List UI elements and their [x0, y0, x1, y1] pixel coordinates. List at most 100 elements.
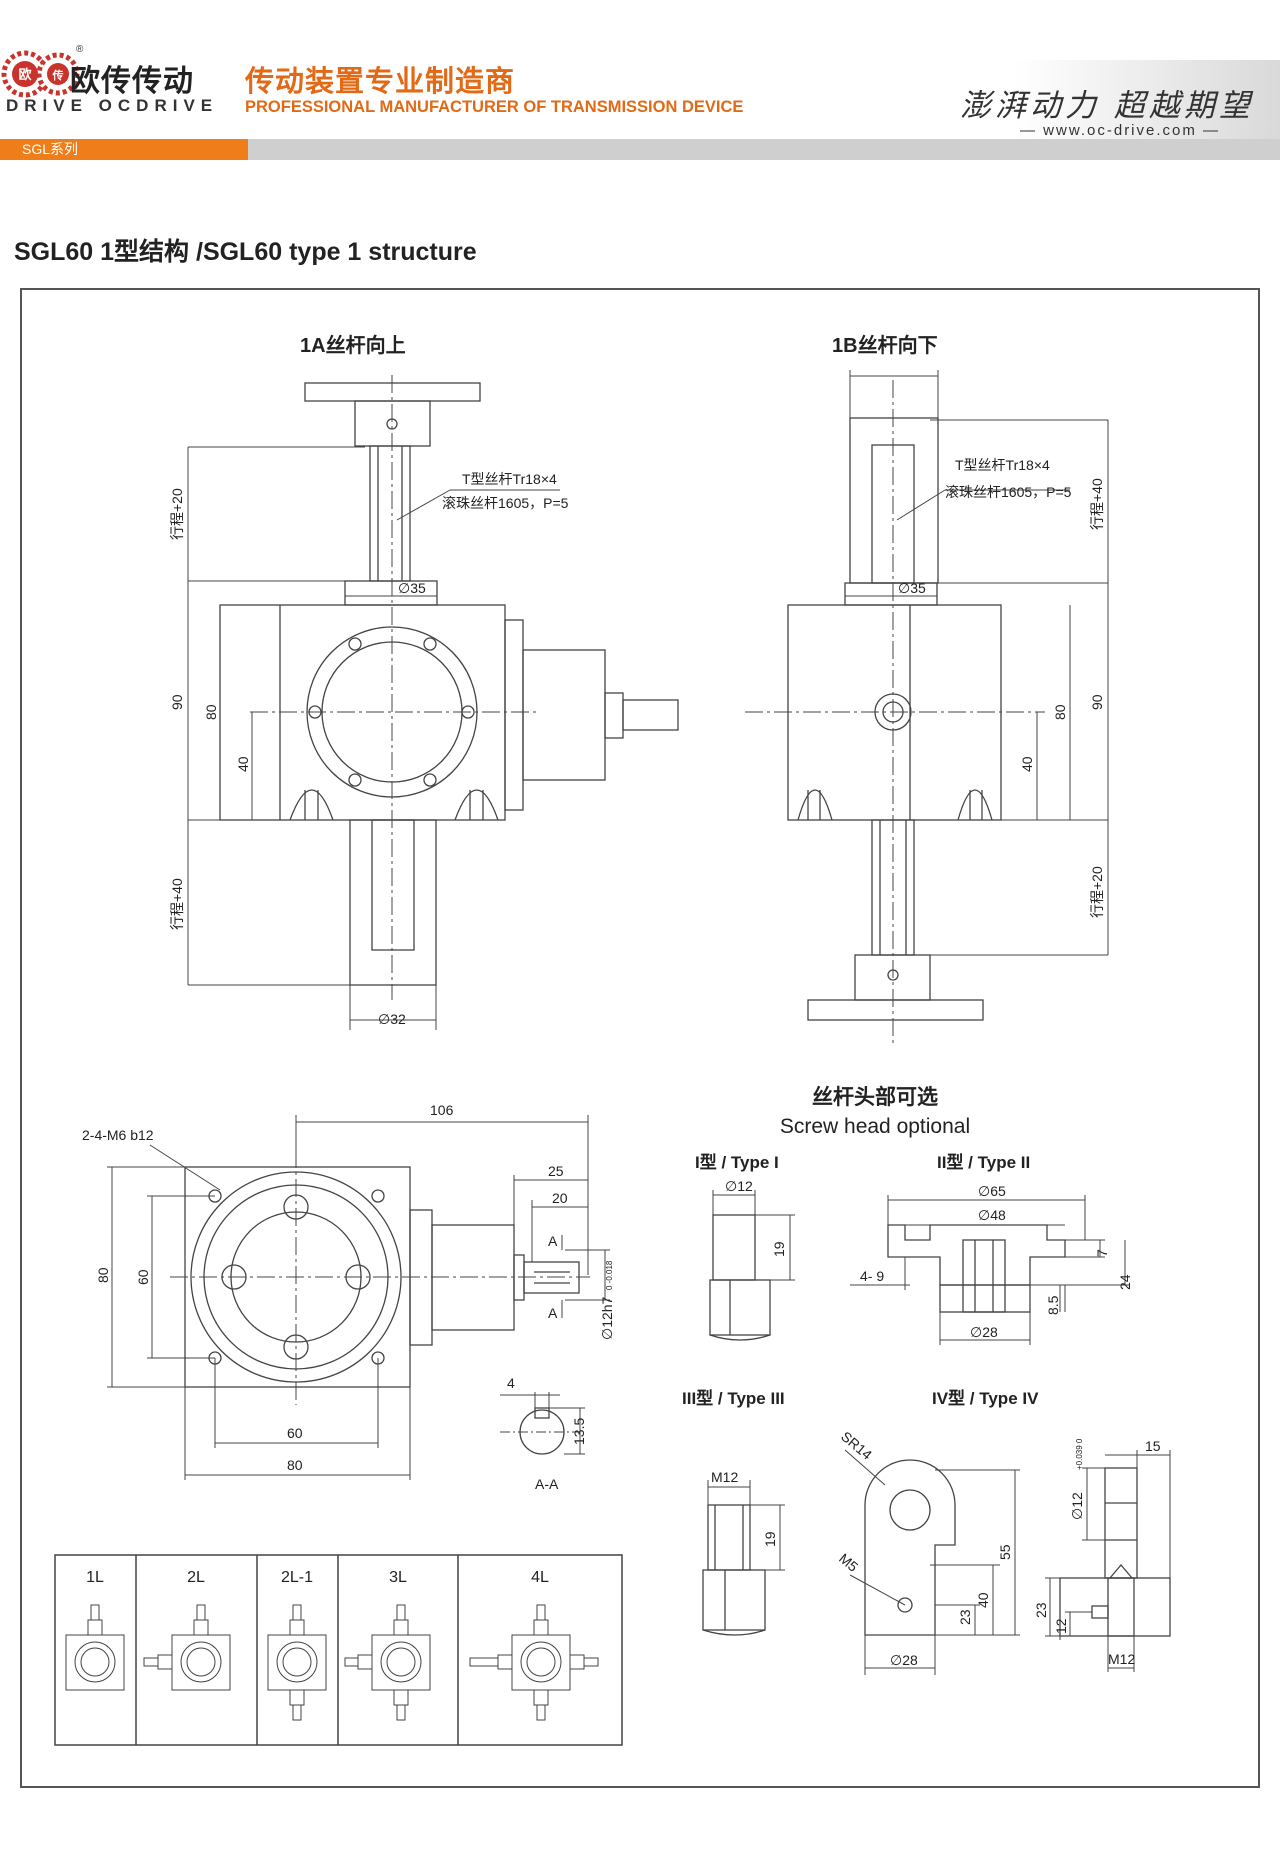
screw-head-title-en: Screw head optional: [780, 1115, 970, 1138]
view-1a: 1A丝杆向上: [169, 333, 679, 1030]
1a-motor-housing: [522, 649, 606, 781]
aa-dim-4: 4: [507, 1375, 515, 1391]
aa-label: A-A: [535, 1476, 559, 1492]
bottom-dim-60-left: 60: [135, 1269, 151, 1285]
screw-head-section: 丝杆头部可选 Screw head optional I型 / Type I ∅…: [682, 1085, 1171, 1675]
1a-dim-flange: ∅35: [398, 580, 426, 596]
1a-dim-90: 90: [169, 694, 185, 710]
type2-dim-d28: ∅28: [970, 1324, 998, 1340]
bottom-shaft-tol: 0 -0.018: [605, 1260, 614, 1290]
bottom-dim-60: 60: [287, 1425, 303, 1441]
series-tab: SGL系列: [0, 139, 248, 160]
logo-badge-text-2: 传: [52, 68, 64, 82]
type4-dim-55: 55: [997, 1544, 1013, 1560]
type3-label: III型 / Type III: [682, 1388, 785, 1408]
1a-note-2: 滚珠丝杆1605，P=5: [442, 495, 569, 511]
type3-dim-m12: M12: [711, 1469, 738, 1485]
1b-dim-flange: ∅35: [898, 580, 926, 596]
type2-dim-4-9: 4- 9: [860, 1268, 884, 1284]
1a-note-1: T型丝杆Tr18×4: [462, 471, 557, 487]
bottom-view: 2-4-M6 b12 106 25 20 A A 80 60 60 80 ∅12…: [82, 1102, 615, 1480]
1a-bottom-tube: [349, 819, 437, 986]
type2-label: II型 / Type II: [937, 1152, 1030, 1172]
config-col-1l: 1L: [86, 1569, 104, 1586]
section-aa: 4 13.5 A-A: [500, 1375, 587, 1492]
type2-dim-d48: ∅48: [978, 1207, 1006, 1223]
type4-dim-m12: M12: [1108, 1651, 1135, 1667]
page-header: 欧 传 ® 欧传传动 DRIVE OCDRIVE 传动装置专业制造商 PROFE…: [0, 0, 1280, 160]
1a-dim-40: 40: [235, 756, 251, 772]
config-2l-icon: [143, 1604, 231, 1691]
view-1b: 1B丝杆向下: [745, 333, 1109, 1045]
1a-dim-80: 80: [203, 704, 219, 720]
type4-dim-sr14: SR14: [838, 1428, 875, 1463]
tagline-chinese: 传动装置专业制造商: [245, 66, 516, 98]
type1-dim-19: 19: [771, 1241, 787, 1257]
type1-dim-d12: ∅12: [725, 1178, 753, 1194]
bottom-dim-80: 80: [287, 1457, 303, 1473]
type4-dim-m5: M5: [836, 1550, 861, 1575]
header-grey-bar: [248, 139, 1280, 160]
1b-dim-40: 40: [1019, 756, 1035, 772]
bottom-dim-25: 25: [548, 1163, 564, 1179]
view-1a-label: 1A丝杆向上: [300, 333, 406, 357]
tagline-english: PROFESSIONAL MANUFACTURER OF TRANSMISSIO…: [245, 98, 744, 116]
1a-dim-stroke-top: 行程+20: [169, 488, 185, 540]
config-4l-icon: [469, 1604, 599, 1721]
slogan: 澎湃动力 超越期望: [960, 88, 1254, 124]
bottom-shaft-dim: ∅12h7: [599, 1296, 615, 1340]
config-col-2l: 2L: [187, 1569, 205, 1586]
bottom-dim-80-left: 80: [95, 1267, 111, 1283]
type4-dim-12: 12: [1053, 1618, 1069, 1634]
1a-input-shaft: [622, 699, 679, 731]
type-2: II型 / Type II ∅65: [850, 1152, 1133, 1345]
config-2l1-icon: [267, 1604, 327, 1721]
type4-dim-d12: ∅12: [1069, 1492, 1085, 1520]
website-url: — www.oc-drive.com —: [1020, 122, 1221, 139]
type4-dim-d12-tol: +0.039 0: [1075, 1438, 1084, 1470]
1b-dim-80: 80: [1052, 704, 1068, 720]
type2-dim-24: 24: [1117, 1274, 1133, 1290]
type-1: I型 / Type I ∅12 19: [695, 1152, 795, 1341]
bottom-dim-106: 106: [430, 1102, 454, 1118]
1b-top-tube: [849, 417, 939, 584]
view-1b-label: 1B丝杆向下: [832, 333, 938, 357]
config-1l-icon: [65, 1604, 125, 1691]
type4-dim-15: 15: [1145, 1438, 1161, 1454]
1b-dim-90: 90: [1089, 694, 1105, 710]
1a-screw-upper: [369, 445, 411, 582]
bottom-dim-20: 20: [552, 1190, 568, 1206]
registered-mark: ®: [76, 44, 84, 55]
config-col-4l: 4L: [531, 1569, 549, 1586]
1a-dim-shaft: ∅32: [378, 1011, 406, 1027]
config-col-3l: 3L: [389, 1569, 407, 1586]
bottom-section-mark-bottom: A: [548, 1305, 558, 1321]
type4-dim-40: 40: [975, 1592, 991, 1608]
website-text: www.oc-drive.com: [1043, 122, 1197, 139]
brand-english: DRIVE OCDRIVE: [6, 96, 219, 115]
type2-dim-d65: ∅65: [978, 1183, 1006, 1199]
config-col-2l-1: 2L-1: [281, 1569, 313, 1586]
type4-dim-d28: ∅28: [890, 1652, 918, 1668]
type-4: IV型 / Type IV SR14 M5 ∅28 5: [836, 1388, 1171, 1675]
type4-dim-23: 23: [957, 1609, 973, 1625]
gear-logo-icon: 欧 传 ®: [1, 44, 84, 98]
type4-label: IV型 / Type IV: [932, 1388, 1039, 1408]
config-table: 1L 2L 2L-1 3L 4L: [54, 1554, 623, 1746]
aa-dim-13-5: 13.5: [571, 1418, 587, 1445]
header-swoosh: [690, 60, 1280, 160]
type2-dim-7: 7: [1094, 1249, 1110, 1257]
config-diagrams: [65, 1604, 599, 1721]
1b-dim-stroke-top: 行程+40: [1089, 478, 1105, 530]
type3-dim-19: 19: [762, 1531, 778, 1547]
screw-head-title-cn: 丝杆头部可选: [812, 1085, 938, 1109]
type1-label: I型 / Type I: [695, 1152, 779, 1172]
brand-name: 欧传传动: [70, 65, 194, 98]
config-3l-icon: [344, 1604, 431, 1721]
type4-dim-23b: 23: [1033, 1602, 1049, 1618]
1a-dim-stroke-bottom: 行程+40: [169, 878, 185, 930]
1b-bottom-plate: [807, 999, 984, 1021]
page-title: SGL60 1型结构 /SGL60 type 1 structure: [14, 238, 477, 266]
type-3: III型 / Type III M12 19: [682, 1388, 785, 1636]
